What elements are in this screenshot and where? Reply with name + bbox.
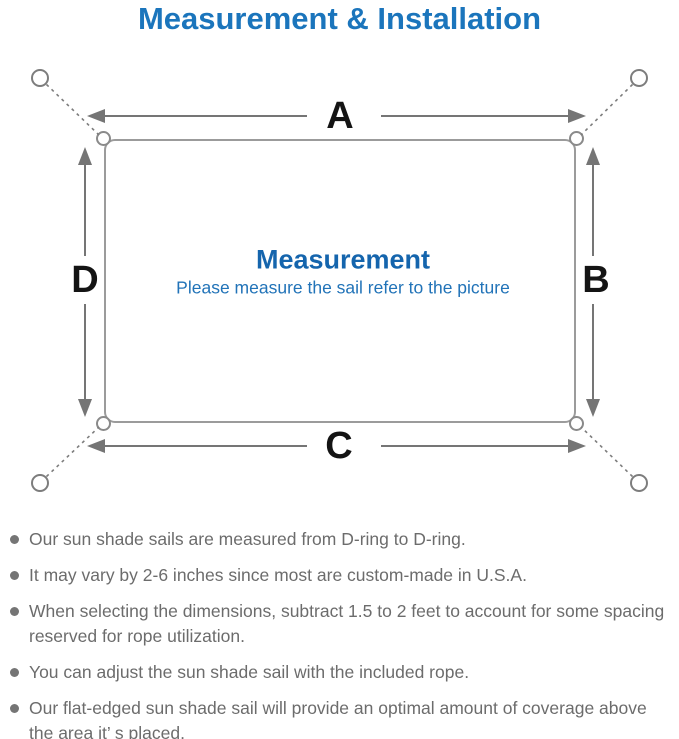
dimension-label-d: D — [71, 259, 99, 301]
note-text: Our flat-edged sun shade sail will provi… — [29, 698, 647, 739]
notes-list: Our sun shade sails are measured from D-… — [10, 527, 672, 739]
tether-line-icon — [580, 426, 634, 478]
bullet-icon — [10, 607, 19, 616]
list-item: When selecting the dimensions, subtract … — [10, 599, 672, 649]
list-item: You can adjust the sun shade sail with t… — [10, 660, 672, 685]
anchor-point-icon — [630, 69, 648, 87]
diagram-heading: Measurement — [255, 244, 431, 275]
diagram-canvas — [31, 69, 648, 492]
dimension-label-b: B — [582, 259, 610, 301]
tether-line-icon — [45, 83, 100, 136]
page-title: Measurement & Installation — [137, 1, 542, 36]
tether-line-icon — [580, 83, 634, 136]
bullet-icon — [10, 535, 19, 544]
tether-line-icon — [45, 426, 100, 478]
note-text: You can adjust the sun shade sail with t… — [29, 662, 470, 682]
list-item: It may vary by 2-6 inches since most are… — [10, 563, 672, 588]
note-text: When selecting the dimensions, subtract … — [29, 601, 665, 646]
anchor-point-icon — [630, 474, 648, 492]
d-ring-icon — [569, 416, 584, 431]
list-item: Our flat-edged sun shade sail will provi… — [10, 696, 672, 739]
measurement-diagram: A B C D Measurement Please measure the s… — [31, 69, 648, 492]
measure-arrow-a — [87, 109, 586, 123]
anchor-point-icon — [31, 69, 49, 87]
measure-arrow-d — [78, 147, 92, 417]
dimension-label-a: A — [326, 95, 354, 137]
note-text: It may vary by 2-6 inches since most are… — [29, 565, 527, 585]
d-ring-icon — [569, 131, 584, 146]
bullet-icon — [10, 571, 19, 580]
note-text: Our sun shade sails are measured from D-… — [29, 529, 466, 549]
measure-arrow-c — [87, 439, 586, 453]
bullet-icon — [10, 704, 19, 713]
measure-arrow-b — [586, 147, 600, 417]
bullet-icon — [10, 668, 19, 677]
diagram-subtitle: Please measure the sail refer to the pic… — [176, 277, 510, 298]
anchor-point-icon — [31, 474, 49, 492]
list-item: Our sun shade sails are measured from D-… — [10, 527, 672, 552]
dimension-label-c: C — [325, 425, 353, 467]
sail-outline — [104, 139, 576, 423]
d-ring-icon — [96, 416, 111, 431]
d-ring-icon — [96, 131, 111, 146]
